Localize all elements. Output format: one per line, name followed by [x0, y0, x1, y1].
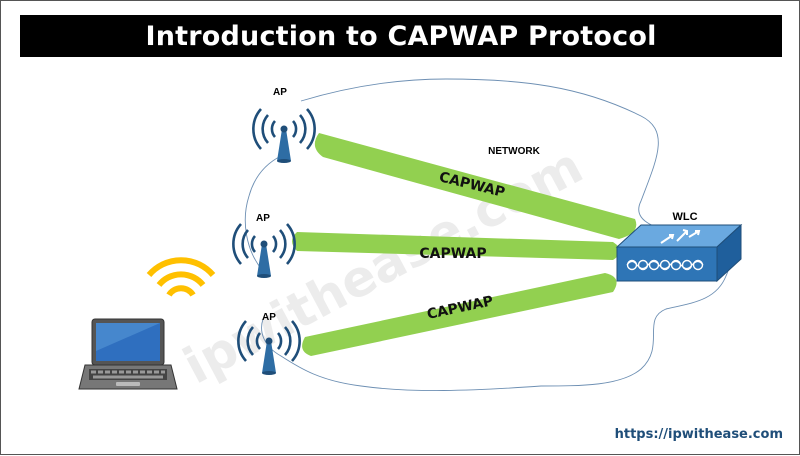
wlc-switch-icon — [615, 223, 743, 283]
page-title: Introduction to CAPWAP Protocol — [145, 20, 657, 52]
capwap-tunnel-3 — [302, 273, 617, 356]
capwap-tunnel-1 — [314, 133, 637, 239]
ap-antenna-icon — [252, 108, 316, 163]
capwap-label-2: CAPWAP — [419, 246, 486, 262]
laptop-icon — [78, 318, 178, 390]
watermark: ipwithease.com — [174, 137, 592, 396]
ap-antenna-icon — [232, 223, 296, 278]
network-label: NETWORK — [488, 146, 540, 157]
network-cloud — [244, 78, 730, 391]
wlc-label: WLC — [672, 211, 697, 223]
ap-antenna-icon — [237, 320, 301, 375]
ap-label-3: AP — [262, 312, 276, 323]
title-bar: Introduction to CAPWAP Protocol — [20, 15, 782, 57]
footer-url[interactable]: https://ipwithease.com — [614, 427, 783, 442]
wifi-signal-icon — [146, 257, 216, 297]
ap-label-1: AP — [273, 87, 287, 98]
capwap-tunnel-2 — [292, 232, 620, 260]
ap-label-2: AP — [256, 213, 270, 224]
